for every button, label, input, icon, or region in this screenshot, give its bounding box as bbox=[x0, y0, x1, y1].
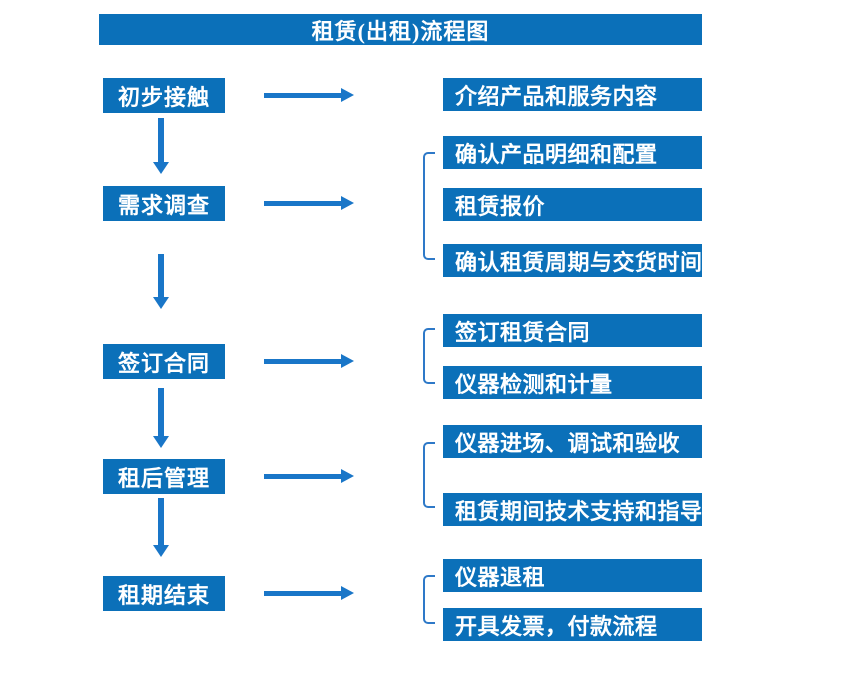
step-box-rental-end: 租期结束 bbox=[103, 576, 225, 611]
arrow-shaft bbox=[264, 590, 341, 596]
arrow-shaft bbox=[264, 92, 341, 98]
arrow-down-icon-3 bbox=[153, 388, 169, 448]
arrow-down-icon-1 bbox=[153, 118, 169, 174]
arrow-head bbox=[153, 297, 169, 309]
step-box-demand-survey: 需求调查 bbox=[103, 186, 225, 221]
arrow-head bbox=[341, 354, 354, 368]
arrow-right-icon-1 bbox=[264, 88, 354, 102]
arrow-head bbox=[153, 436, 169, 448]
arrow-shaft bbox=[264, 473, 341, 479]
detail-box-intro-products-services: 介绍产品和服务内容 bbox=[443, 78, 702, 111]
arrow-head bbox=[341, 469, 354, 483]
detail-box-rental-quotation: 租赁报价 bbox=[443, 188, 702, 221]
step-box-post-rental-management: 租后管理 bbox=[103, 459, 225, 494]
detail-box-confirm-period-delivery: 确认租赁周期与交货时间 bbox=[443, 244, 702, 277]
arrow-right-icon-3 bbox=[264, 354, 354, 368]
arrow-right-icon-4 bbox=[264, 469, 354, 483]
detail-box-confirm-product-config: 确认产品明细和配置 bbox=[443, 136, 702, 169]
arrow-down-icon-4 bbox=[153, 498, 169, 557]
arrow-shaft bbox=[264, 200, 341, 206]
arrow-shaft bbox=[158, 254, 164, 297]
title-bar: 租赁(出租)流程图 bbox=[99, 14, 702, 45]
arrow-head bbox=[341, 196, 354, 210]
arrow-shaft bbox=[158, 388, 164, 436]
arrow-head bbox=[153, 162, 169, 174]
bracket-group-2 bbox=[423, 152, 435, 260]
arrow-right-icon-5 bbox=[264, 586, 354, 600]
bracket-group-5 bbox=[423, 575, 435, 624]
arrow-head bbox=[341, 88, 354, 102]
bracket-group-4 bbox=[423, 442, 435, 508]
arrow-right-icon-2 bbox=[264, 196, 354, 210]
detail-box-invoice-payment: 开具发票，付款流程 bbox=[443, 608, 702, 641]
arrow-shaft bbox=[158, 118, 164, 162]
arrow-shaft bbox=[264, 358, 341, 364]
flowchart-title: 租赁(出租)流程图 bbox=[311, 18, 490, 44]
bracket-group-3 bbox=[423, 328, 435, 384]
arrow-head bbox=[341, 586, 354, 600]
arrow-shaft bbox=[158, 498, 164, 545]
arrow-down-icon-2 bbox=[153, 254, 169, 309]
arrow-head bbox=[153, 545, 169, 557]
step-box-sign-contract: 签订合同 bbox=[103, 344, 225, 379]
detail-box-instrument-return: 仪器退租 bbox=[443, 559, 702, 592]
detail-box-technical-support: 租赁期间技术支持和指导 bbox=[443, 493, 702, 526]
step-box-initial-contact: 初步接触 bbox=[103, 78, 225, 113]
detail-box-instrument-test-calibrate: 仪器检测和计量 bbox=[443, 366, 702, 399]
detail-box-sign-rental-contract: 签订租赁合同 bbox=[443, 314, 702, 347]
detail-box-instrument-setup-acceptance: 仪器进场、调试和验收 bbox=[443, 425, 702, 458]
